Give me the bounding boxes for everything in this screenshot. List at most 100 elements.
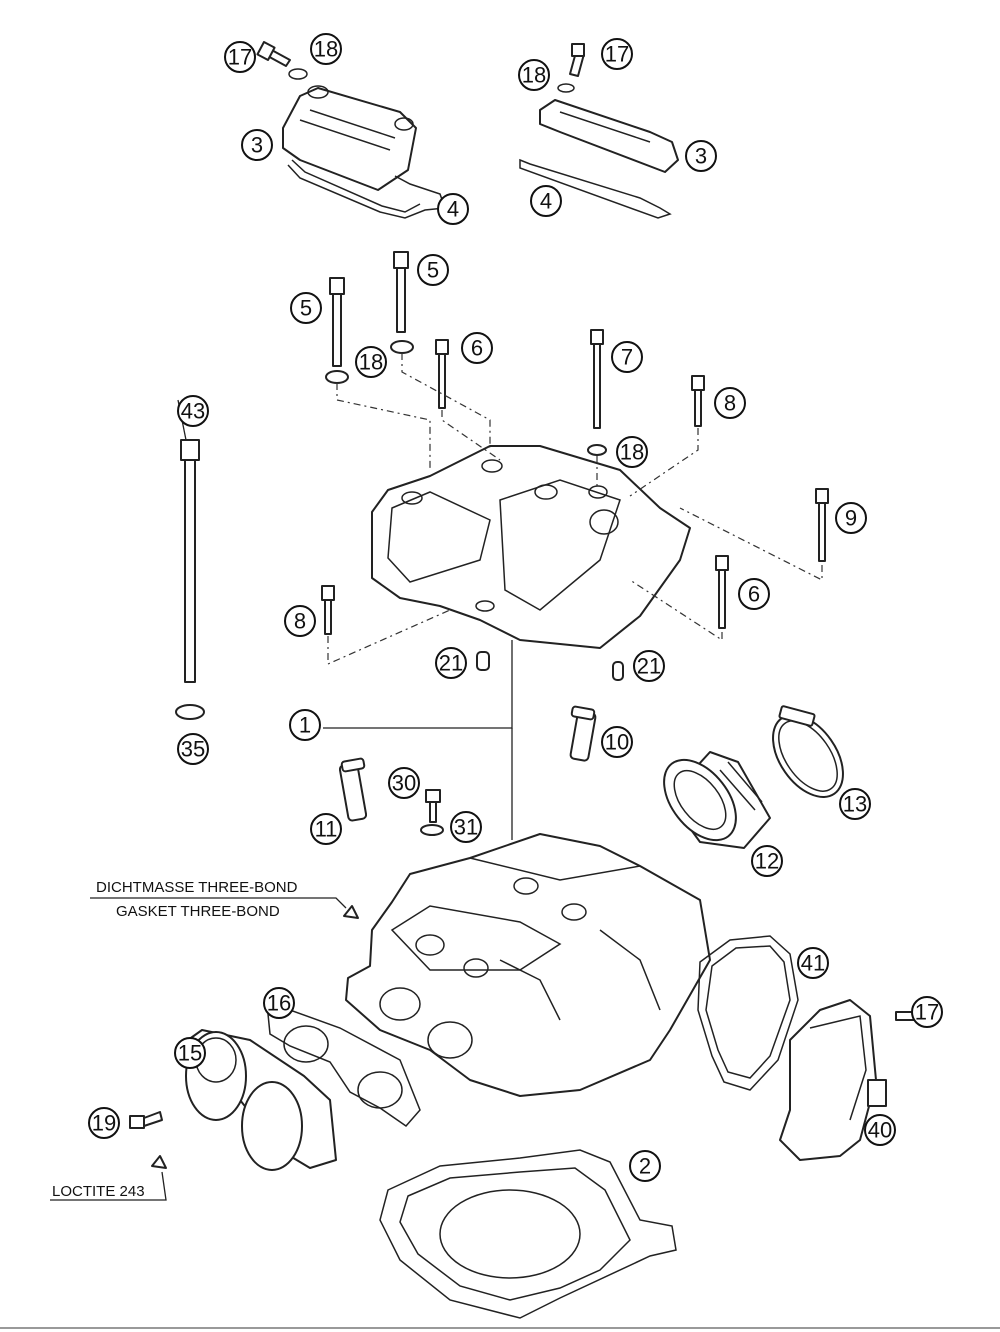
exhaust-gasket-16: [267, 1009, 421, 1127]
washer-cover-right: [557, 83, 575, 93]
bolt-6-top: [435, 339, 449, 409]
callout: 18: [518, 59, 550, 91]
callout: 13: [839, 788, 871, 820]
bolt-5-left: [329, 277, 345, 367]
callout: 1: [289, 709, 321, 741]
svg-text:1: 1: [299, 713, 311, 738]
svg-text:17: 17: [915, 1000, 939, 1025]
svg-text:6: 6: [748, 582, 760, 607]
svg-text:3: 3: [251, 133, 263, 158]
svg-text:3: 3: [695, 144, 707, 169]
callout: 21: [435, 647, 467, 679]
bolt-cover-right: [569, 43, 585, 77]
callout: 12: [751, 845, 783, 877]
callout: 2: [629, 1150, 661, 1182]
svg-text:30: 30: [392, 771, 416, 796]
thread-lock-point: [151, 1155, 167, 1169]
washer-cover-left: [288, 68, 308, 80]
bolt-30: [425, 789, 441, 823]
callout: 43: [177, 395, 209, 427]
svg-text:9: 9: [845, 506, 857, 531]
callout: 18: [355, 346, 387, 378]
svg-text:4: 4: [540, 189, 552, 214]
callout: 10: [601, 726, 633, 758]
callout: 15: [174, 1037, 206, 1069]
callout: 7: [611, 341, 643, 373]
callout: 18: [616, 436, 648, 468]
callout: 8: [714, 387, 746, 419]
head-gasket-2: [379, 1149, 677, 1319]
svg-text:11: 11: [315, 817, 338, 842]
dowel-pin-21-left: [476, 651, 490, 671]
valve-guide-11: [338, 757, 368, 822]
bolt-5-right: [393, 251, 409, 333]
svg-text:2: 2: [639, 1154, 651, 1179]
svg-text:18: 18: [314, 37, 338, 62]
valve-guide-10: [569, 705, 597, 762]
svg-text:18: 18: [620, 440, 644, 465]
bolt-8-right: [691, 375, 705, 427]
svg-text:8: 8: [724, 391, 736, 416]
svg-text:21: 21: [439, 651, 463, 676]
callout: 3: [241, 129, 273, 161]
cover-40: [779, 999, 887, 1161]
svg-text:5: 5: [300, 296, 312, 321]
callout: 9: [835, 502, 867, 534]
callout: 21: [633, 650, 665, 682]
svg-text:12: 12: [755, 849, 779, 874]
callout: 17: [911, 996, 943, 1028]
valve-cover-right: [539, 99, 679, 173]
svg-text:18: 18: [522, 63, 546, 88]
washer-5-right: [390, 340, 414, 354]
callout: 6: [461, 332, 493, 364]
dowel-pin-21-right: [612, 661, 624, 681]
bolt-6-right: [715, 555, 729, 629]
callout: 8: [284, 605, 316, 637]
svg-text:40: 40: [868, 1118, 892, 1143]
svg-text:15: 15: [178, 1041, 202, 1066]
bolt-9: [815, 488, 829, 562]
svg-text:21: 21: [637, 654, 661, 679]
svg-text:31: 31: [454, 815, 478, 840]
callout: 17: [224, 41, 256, 73]
hose-clamp-13: [772, 705, 844, 798]
washer-35: [175, 704, 205, 720]
svg-text:18: 18: [359, 350, 383, 375]
stud-bolt-43: [180, 439, 200, 683]
callout: 41: [797, 947, 829, 979]
svg-text:16: 16: [267, 991, 291, 1016]
callout: 6: [738, 578, 770, 610]
svg-text:10: 10: [605, 730, 629, 755]
exhaust-flange-15: [185, 1029, 337, 1171]
svg-text:17: 17: [605, 42, 629, 67]
svg-text:17: 17: [228, 45, 252, 70]
callout: 4: [530, 185, 562, 217]
gasket-41: [697, 935, 799, 1091]
callout: 31: [450, 811, 482, 843]
assembly-lines: [327, 353, 823, 665]
washer-5-left: [325, 370, 349, 384]
note-thread-lock: LOCTITE 243: [52, 1183, 145, 1200]
note-sealant-en: GASKET THREE-BOND: [116, 903, 280, 920]
callout: 35: [177, 733, 209, 765]
callout: 5: [417, 254, 449, 286]
callout: 4: [437, 193, 469, 225]
svg-text:5: 5: [427, 258, 439, 283]
callout: 3: [685, 140, 717, 172]
svg-text:35: 35: [181, 737, 205, 762]
note-sealant-de: DICHTMASSE THREE-BOND: [96, 879, 298, 896]
svg-text:13: 13: [843, 792, 867, 817]
callout: 16: [263, 987, 295, 1019]
svg-text:7: 7: [621, 345, 633, 370]
callout: 40: [864, 1114, 896, 1146]
svg-text:41: 41: [801, 951, 825, 976]
sealant-point: [343, 905, 359, 919]
washer-7: [587, 444, 607, 456]
callout: 30: [388, 767, 420, 799]
callout: 19: [88, 1107, 120, 1139]
cylinder-head: [345, 833, 711, 1097]
valve-cover-gasket-right: [519, 158, 672, 219]
callout: 18: [310, 33, 342, 65]
svg-text:8: 8: [294, 609, 306, 634]
valve-cover-gasket-left: [287, 159, 447, 219]
